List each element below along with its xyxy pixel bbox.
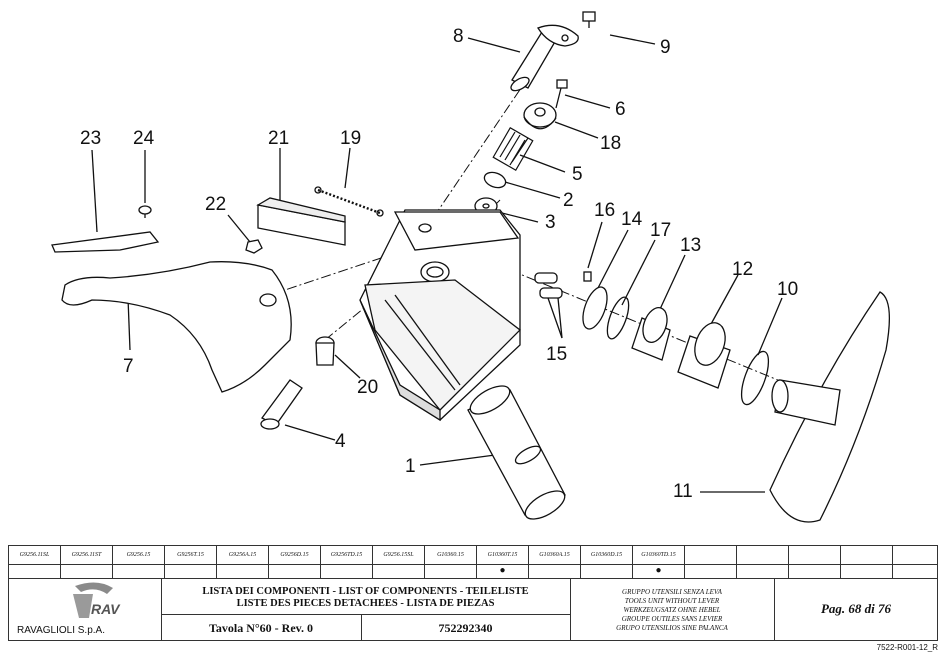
model-mark: ● (633, 564, 685, 578)
model-code: G10360D.15 (581, 546, 633, 564)
pin-8 (510, 24, 579, 92)
model-code: G9256A.15 (217, 546, 269, 564)
model-mark (737, 564, 789, 578)
model-codes-row: G9256.11SL G9256.11ST G9256.15 G9256T.15… (9, 546, 937, 565)
exploded-parts-drawing (51, 11, 890, 523)
callout-2: 2 (563, 190, 574, 211)
callout-11: 11 (673, 481, 693, 502)
model-mark (113, 564, 165, 578)
group-line: GRUPPO UTENSILI SENZA LEVA (622, 588, 722, 596)
model-code (893, 546, 950, 564)
ravaglioli-logo: RAV (73, 582, 121, 618)
model-code: G9256.15SL (373, 546, 425, 564)
callout-21: 21 (268, 128, 290, 149)
table-reference: Tavola N°60 - Rev. 0 (161, 615, 362, 641)
callout-6: 6 (615, 99, 626, 120)
group-description-cell: GRUPPO UTENSILI SENZA LEVA TOOLS UNIT WI… (570, 578, 775, 640)
model-mark (61, 564, 113, 578)
shaft-1 (467, 385, 566, 520)
model-mark (685, 564, 737, 578)
group-line: TOOLS UNIT WITHOUT LEVER (624, 597, 720, 605)
part-code: 752292340 (438, 621, 493, 635)
model-mark (529, 564, 581, 578)
lever-7 (61, 261, 292, 393)
title-block: G9256.11SL G9256.11ST G9256.15 G9256T.15… (8, 545, 938, 641)
callout-5: 5 (572, 164, 583, 185)
callout-20: 20 (357, 377, 379, 398)
model-code: G10360A.15 (529, 546, 581, 564)
callout-1: 1 (405, 456, 416, 477)
group-line: GRUPO UTENSILIOS SINE PALANCA (616, 624, 728, 632)
model-mark (893, 564, 950, 578)
model-code: G10360TD.15 (633, 546, 685, 564)
callout-4: 4 (335, 431, 346, 452)
page-number: Pag. 68 di 76 (820, 601, 892, 616)
model-code: G9256.11ST (61, 546, 113, 564)
model-code: G10360T.15 (477, 546, 529, 564)
model-mark (9, 564, 61, 578)
components-title: LISTA DEI COMPONENTI - LIST OF COMPONENT… (161, 586, 570, 610)
model-code: G9256.15 (113, 546, 165, 564)
model-code: G9256.11SL (9, 546, 61, 564)
callout-19: 19 (340, 128, 362, 149)
model-code (737, 546, 789, 564)
model-code: G9256T.15 (165, 546, 217, 564)
group-line: WERKZEUGSATZ OHNE HEBEL (623, 606, 721, 614)
model-mark (789, 564, 841, 578)
company-name: RAVAGLIOLI S.p.A. (17, 625, 105, 636)
model-code: G9256TD.15 (321, 546, 373, 564)
callout-8: 8 (453, 26, 464, 47)
callout-10: 10 (777, 279, 799, 300)
model-mark (373, 564, 425, 578)
model-code: G9256D.15 (269, 546, 321, 564)
model-code (685, 546, 737, 564)
model-code (789, 546, 841, 564)
callout-17: 17 (650, 220, 672, 241)
model-marks-row: ● ● (9, 564, 937, 579)
model-mark (269, 564, 321, 578)
callout-16: 16 (594, 200, 616, 221)
components-title-cell: LISTA DEI COMPONENTI - LIST OF COMPONENT… (161, 578, 571, 641)
model-code (841, 546, 893, 564)
model-mark (165, 564, 217, 578)
document-reference: 7522-R001-12_R (876, 643, 938, 652)
group-line: GROUPE OUTILES SANS LEVIER (621, 615, 723, 623)
callout-23: 23 (80, 128, 102, 149)
callout-13: 13 (680, 235, 702, 256)
disc-11 (769, 291, 890, 523)
callout-3: 3 (545, 212, 556, 233)
model-mark (581, 564, 633, 578)
callout-12: 12 (732, 259, 754, 280)
components-title-line2: LISTE DES PIECES DETACHEES - LISTA DE PI… (236, 598, 495, 609)
model-mark (217, 564, 269, 578)
logo-text: RAV (91, 601, 121, 617)
main-body (359, 209, 521, 422)
callout-22: 22 (205, 194, 227, 215)
components-title-line1: LISTA DEI COMPONENTI - LIST OF COMPONENT… (202, 586, 529, 597)
callout-24: 24 (133, 128, 155, 149)
callout-14: 14 (621, 209, 643, 230)
model-mark: ● (477, 564, 529, 578)
callout-9: 9 (660, 37, 671, 58)
callout-18: 18 (600, 133, 622, 154)
callout-7: 7 (123, 356, 134, 377)
callout-15: 15 (546, 344, 568, 365)
model-code: G10360.15 (425, 546, 477, 564)
model-mark (425, 564, 477, 578)
company-logo-cell: RAV RAVAGLIOLI S.p.A. (9, 578, 162, 640)
model-mark (321, 564, 373, 578)
model-mark (841, 564, 893, 578)
